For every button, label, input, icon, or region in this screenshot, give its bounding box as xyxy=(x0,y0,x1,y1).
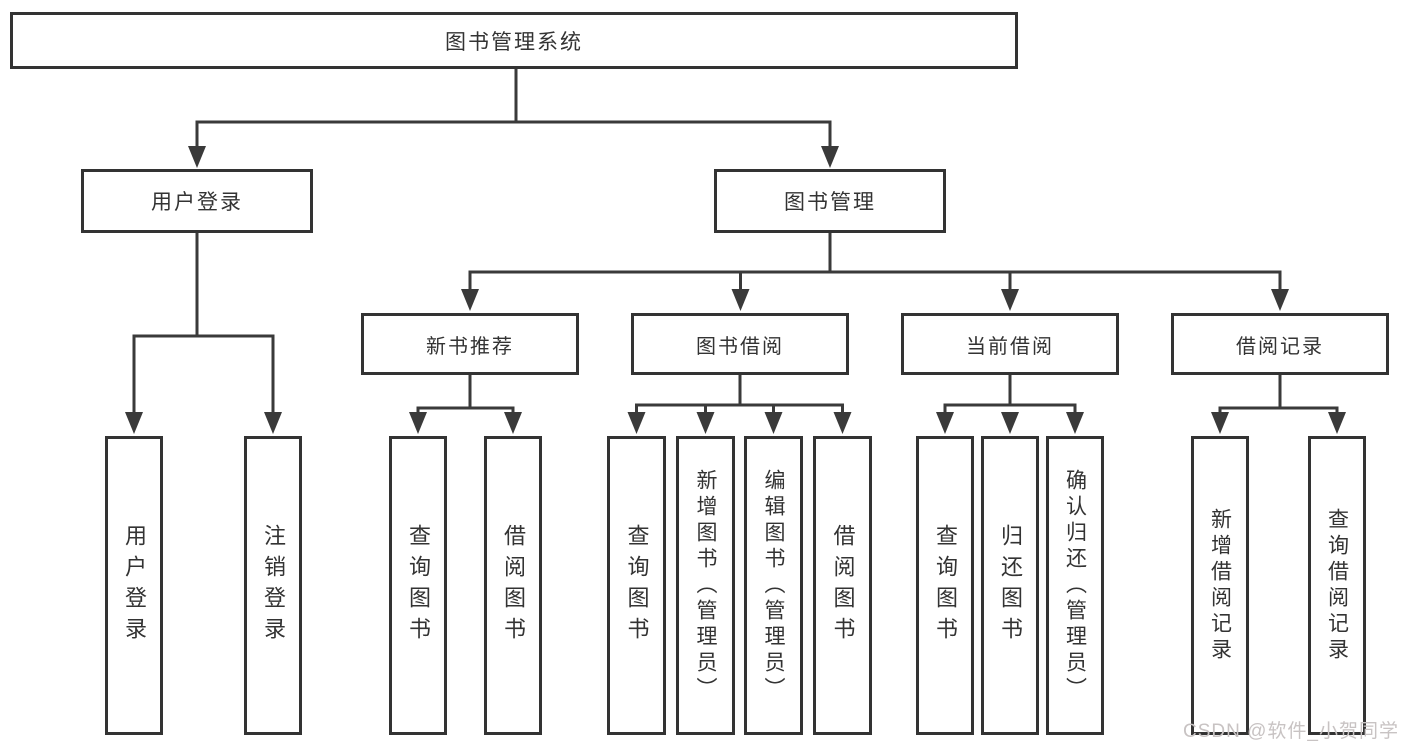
arrow-down-icon xyxy=(188,146,206,168)
csdn-watermark: CSDN @软件_小贺同学 xyxy=(1183,721,1399,742)
arrow-down-icon xyxy=(1271,289,1289,311)
leaf-current-query-books: 查询图书 xyxy=(916,436,974,735)
node-book-borrow: 图书借阅 xyxy=(631,313,849,375)
arrow-down-icon xyxy=(764,412,783,434)
leaf-records-query-borrow-record: 查询借阅记录 xyxy=(1308,436,1366,735)
leaf-current-confirm-return-admin: 确认归还（管理员） xyxy=(1046,436,1104,735)
arrow-down-icon xyxy=(461,289,479,311)
leaf-records-add-borrow-record: 新增借阅记录 xyxy=(1191,436,1249,735)
arrow-down-icon xyxy=(264,412,282,434)
arrow-down-icon xyxy=(696,412,715,434)
management-to-level3-connector xyxy=(468,233,1282,290)
arrow-down-icon xyxy=(125,412,143,434)
arrow-down-icon xyxy=(409,412,427,434)
leaf-recommend-query-books: 查询图书 xyxy=(389,436,447,735)
arrow-down-icon xyxy=(1211,412,1229,434)
arrow-down-icon xyxy=(1001,289,1019,311)
leaf-borrow-borrow-books: 借阅图书 xyxy=(813,436,872,735)
arrow-down-icon xyxy=(1066,412,1084,434)
leaf-recommend-borrow-books: 借阅图书 xyxy=(484,436,542,735)
connector-lines xyxy=(132,69,1339,413)
records-subtree-connector xyxy=(1218,375,1339,413)
leaf-user-login: 用户登录 xyxy=(105,436,163,735)
node-new-book-recommend: 新书推荐 xyxy=(361,313,579,375)
arrow-down-icon xyxy=(1328,412,1346,434)
arrow-down-icon xyxy=(833,412,852,434)
recommend-subtree-connector xyxy=(416,375,515,413)
node-library-management-system: 图书管理系统 xyxy=(10,12,1018,69)
arrow-down-icon xyxy=(1001,412,1019,434)
login-subtree-connector xyxy=(132,233,275,413)
node-current-borrow: 当前借阅 xyxy=(901,313,1119,375)
current-subtree-connector xyxy=(943,375,1077,413)
node-user-login: 用户登录 xyxy=(81,169,313,233)
arrow-down-icon xyxy=(504,412,522,434)
leaf-logout-login: 注销登录 xyxy=(244,436,302,735)
arrow-down-icon xyxy=(936,412,954,434)
leaf-current-return-books: 归还图书 xyxy=(981,436,1039,735)
node-borrow-records: 借阅记录 xyxy=(1171,313,1389,375)
node-book-management: 图书管理 xyxy=(714,169,946,233)
arrow-down-icons xyxy=(125,146,1346,434)
borrow-subtree-connector xyxy=(635,375,844,413)
arrow-down-icon xyxy=(821,146,839,168)
arrow-down-icon xyxy=(731,289,750,311)
leaf-borrow-edit-books-admin: 编辑图书（管理员） xyxy=(744,436,803,735)
leaf-borrow-add-books-admin: 新增图书（管理员） xyxy=(676,436,735,735)
leaf-borrow-query-books: 查询图书 xyxy=(607,436,666,735)
root-to-level2-connector xyxy=(195,69,832,147)
arrow-down-icon xyxy=(627,412,646,434)
